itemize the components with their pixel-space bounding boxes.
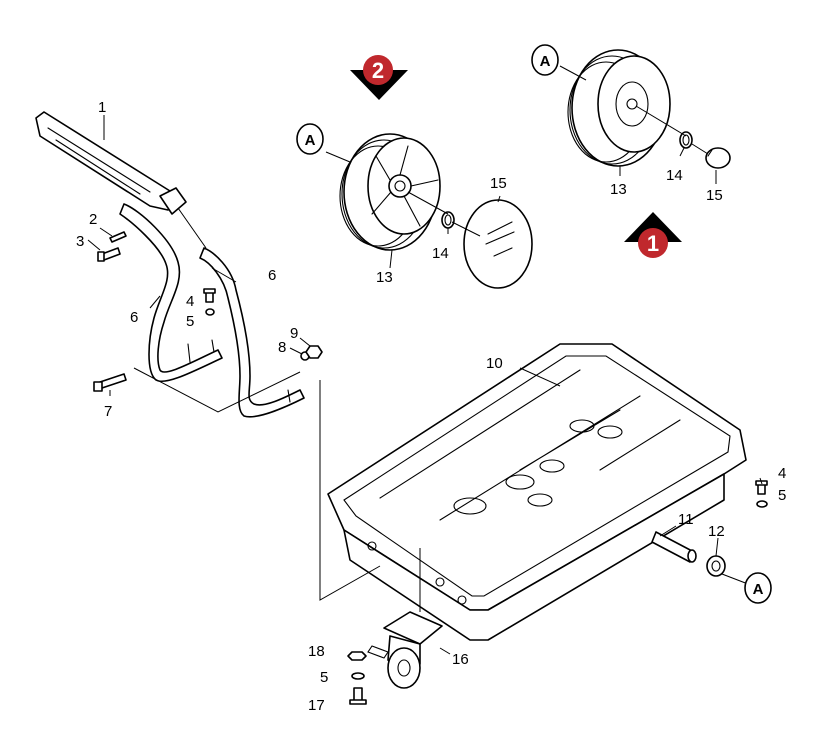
callout-5-castor: 5 (320, 669, 328, 686)
part-nut-18 (347, 651, 367, 661)
callout-4-upper: 4 (186, 293, 194, 310)
part-circlip-14-variant1 (679, 131, 693, 149)
callout-18: 18 (308, 643, 325, 660)
callout-11: 11 (678, 511, 694, 528)
part-handle (35, 111, 187, 215)
callout-10: 10 (486, 355, 503, 372)
svg-text:A: A (305, 132, 316, 149)
part-washer-5-castor (351, 672, 365, 680)
part-tube-right (199, 247, 305, 418)
part-bolt-17 (349, 687, 367, 705)
part-bushing-12 (706, 555, 726, 577)
part-bolt-7 (93, 373, 127, 392)
callout-5-upper: 5 (186, 313, 194, 330)
part-wheel-variant1 (567, 49, 671, 167)
callout-5-right: 5 (778, 487, 786, 504)
callout-15-variant1: 15 (706, 187, 723, 204)
part-washer-5-upper (205, 308, 215, 316)
part-wheel-variant2 (339, 133, 441, 251)
variant-badge-2: 2 (350, 55, 408, 100)
callout-14-variant2: 14 (432, 245, 449, 262)
callout-9: 9 (290, 325, 298, 342)
callout-3: 3 (76, 233, 84, 250)
callout-8: 8 (278, 339, 286, 356)
callout-15-variant2: 15 (490, 175, 507, 192)
reference-marker-a-3: A (744, 572, 772, 604)
callout-7: 7 (104, 403, 112, 420)
callout-13-variant1: 13 (610, 181, 627, 198)
callout-1: 1 (98, 99, 106, 116)
part-bolt-3 (97, 247, 121, 262)
callout-6-right: 6 (268, 267, 276, 284)
callout-12: 12 (708, 523, 725, 540)
variant-badge-1: 1 (624, 212, 682, 258)
callout-2: 2 (89, 211, 97, 228)
svg-text:A: A (753, 581, 764, 598)
callout-16: 16 (452, 651, 469, 668)
part-hubcap-15-variant2 (463, 199, 533, 289)
part-pin-2 (109, 231, 127, 243)
part-bolt-4-upper (203, 288, 216, 303)
callout-13-variant2: 13 (376, 269, 393, 286)
part-circlip-14-variant2 (441, 211, 455, 229)
callout-4-right: 4 (778, 465, 786, 482)
part-nut-9 (305, 345, 323, 359)
reference-marker-a-1: A (296, 123, 324, 155)
part-castor-16 (367, 611, 443, 689)
reference-marker-a-2: A (531, 44, 559, 76)
part-cap-15-variant1 (705, 147, 731, 169)
part-washer-5-right (756, 500, 768, 508)
callout-14-variant1: 14 (666, 167, 683, 184)
callout-6-left: 6 (130, 309, 138, 326)
leader-lines (87, 65, 763, 655)
part-tube-left (119, 203, 223, 383)
callout-17: 17 (308, 697, 325, 714)
svg-text:A: A (540, 53, 551, 70)
part-base-frame (327, 343, 747, 641)
svg-text:2: 2 (372, 58, 384, 83)
part-axle-11 (651, 531, 697, 563)
svg-text:1: 1 (647, 231, 659, 256)
callout-labels: 1 2 3 4 5 6 6 7 8 9 10 11 12 13 14 15 13… (76, 99, 786, 714)
